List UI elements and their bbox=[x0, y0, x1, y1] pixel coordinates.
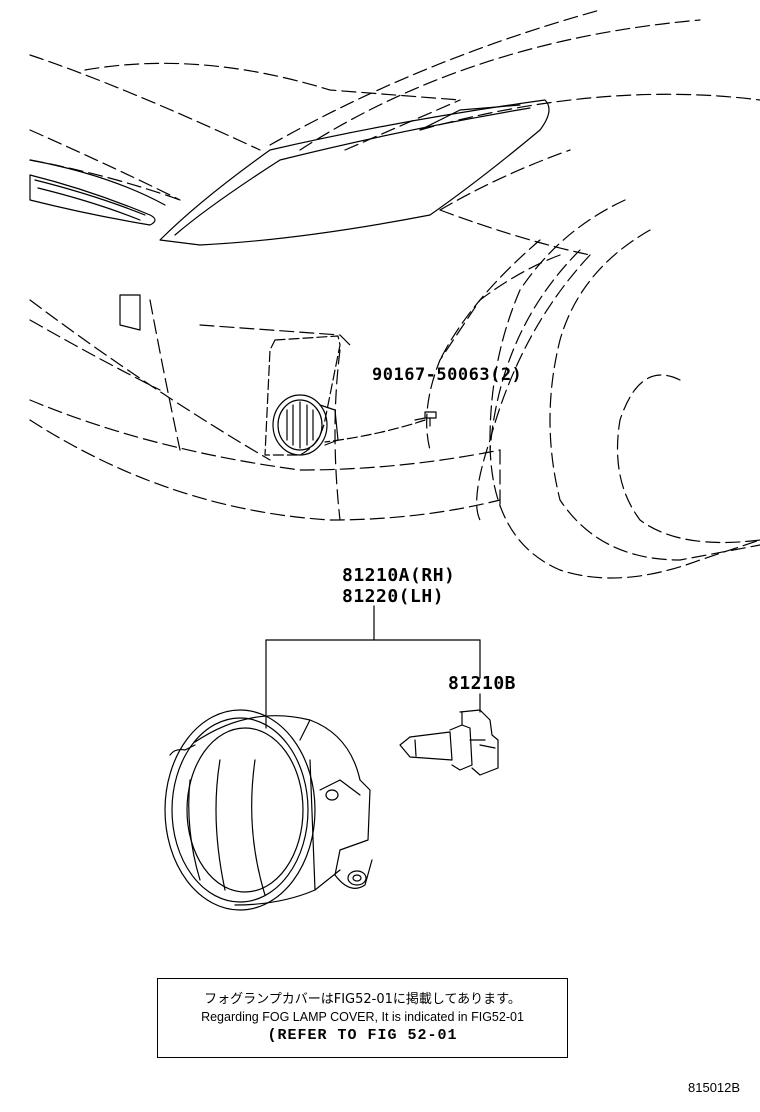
headlamp-outline bbox=[159, 99, 550, 246]
reference-note-box: フォグランプカバーはFIG52-01に掲載してあります。 Regarding F… bbox=[157, 978, 568, 1058]
fog-lamp-lh-part-number: 81220(LH) bbox=[342, 586, 445, 607]
fog-lamp-rh-part-number: 81210A(RH) bbox=[342, 565, 456, 586]
front-grille-vents bbox=[29, 159, 166, 226]
part-leader-lines bbox=[265, 605, 481, 729]
bumper-fog-opening bbox=[119, 294, 341, 456]
note-japanese: フォグランプカバーはFIG52-01に掲載してあります。 bbox=[204, 992, 521, 1007]
fog-lamp-bulb bbox=[399, 709, 499, 776]
screw-fastener bbox=[324, 411, 437, 443]
screw-part-number: 90167-50063(2) bbox=[372, 365, 523, 385]
note-english: Regarding FOG LAMP COVER, It is indicate… bbox=[201, 1010, 524, 1024]
bulb-part-number: 81210B bbox=[448, 673, 517, 694]
note-reference: (REFER TO FIG 52-01 bbox=[267, 1027, 458, 1044]
figure-code: 815012B bbox=[688, 1080, 741, 1095]
car-body-outline bbox=[29, 9, 760, 579]
fog-lamp-assembly bbox=[164, 709, 373, 911]
